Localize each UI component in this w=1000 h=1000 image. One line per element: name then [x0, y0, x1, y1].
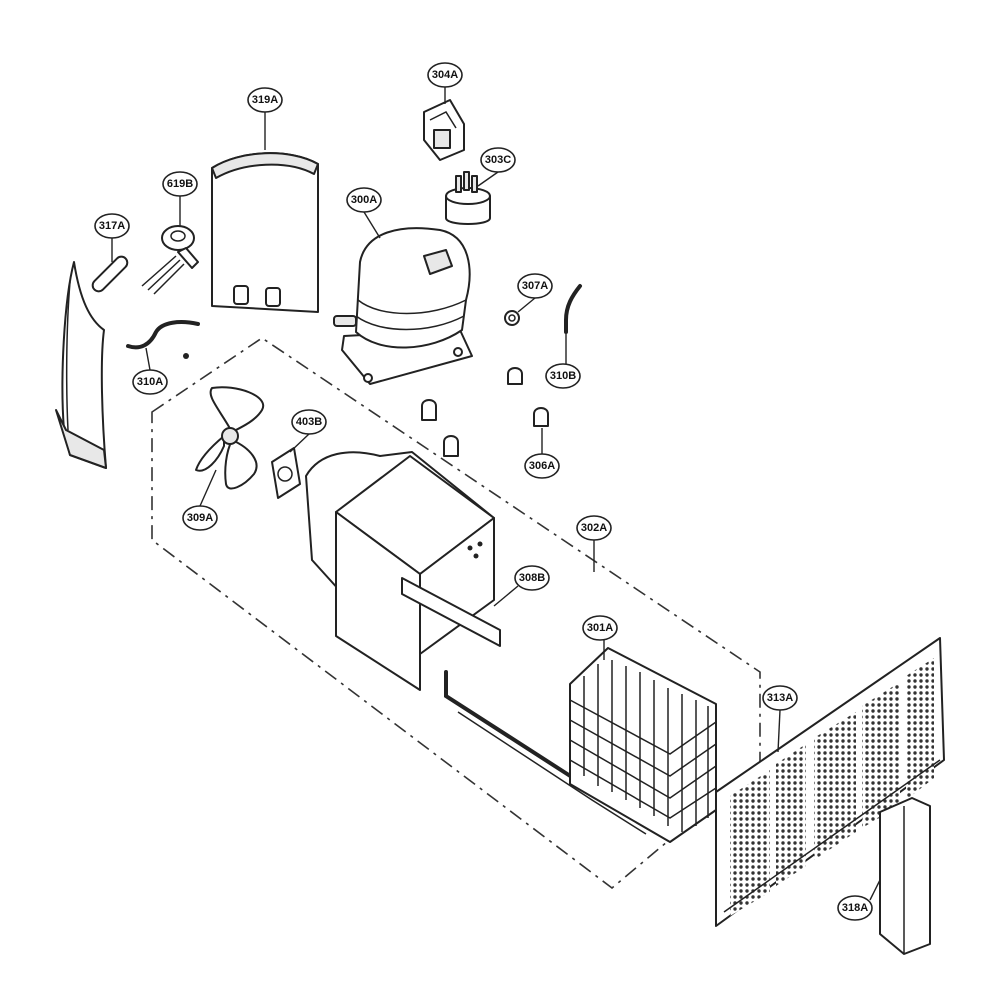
- relay-capacitor-part: [91, 255, 129, 293]
- callout-313A: 313A: [762, 685, 798, 711]
- svg-text:302A: 302A: [581, 522, 607, 534]
- front-grille-panel: [715, 637, 945, 927]
- grommet-washer-part: [504, 310, 520, 326]
- rubber-grommets: [421, 367, 549, 457]
- overload-protector-part: [445, 171, 491, 225]
- leader-lines: [111, 86, 881, 901]
- thermostat-sensor-part: [141, 225, 199, 295]
- svg-text:306A: 306A: [529, 460, 555, 472]
- svg-text:301A: 301A: [587, 622, 613, 634]
- callout-319A: 319A: [247, 87, 283, 113]
- svg-text:318A: 318A: [842, 902, 868, 914]
- callout-309A: 309A: [182, 505, 218, 531]
- callout-308B: 308B: [514, 565, 550, 591]
- relay-part: [423, 99, 465, 161]
- callout-619B: 619B: [162, 171, 198, 197]
- svg-text:317A: 317A: [99, 220, 125, 232]
- side-bracket-panel: [879, 797, 931, 955]
- svg-text:313A: 313A: [767, 692, 793, 704]
- callout-302A: 302A: [576, 515, 612, 541]
- fan-motor-part: [271, 447, 301, 499]
- callout-318A: 318A: [837, 895, 873, 921]
- drain-tube-part: [126, 320, 200, 359]
- svg-text:403B: 403B: [296, 416, 322, 428]
- discharge-pipe-part: [564, 284, 582, 334]
- svg-text:304A: 304A: [432, 69, 458, 81]
- svg-text:308B: 308B: [519, 572, 545, 584]
- callout-301A: 301A: [582, 615, 618, 641]
- callout-317A: 317A: [94, 213, 130, 239]
- condenser-shroud-housing: [305, 451, 501, 691]
- callout-310A: 310A: [132, 369, 168, 395]
- compressor-part: [333, 227, 473, 385]
- condenser-coil-part: [444, 647, 717, 843]
- svg-text:310B: 310B: [550, 370, 576, 382]
- svg-text:307A: 307A: [522, 280, 548, 292]
- svg-text:300A: 300A: [351, 194, 377, 206]
- compressor-cover-part: [211, 152, 319, 313]
- side-cover-panel: [55, 261, 107, 469]
- callout-303C: 303C: [480, 147, 516, 173]
- callout-306A: 306A: [524, 453, 560, 479]
- callout-304A: 304A: [427, 62, 463, 88]
- svg-text:319A: 319A: [252, 94, 278, 106]
- svg-text:310A: 310A: [137, 376, 163, 388]
- callout-403B: 403B: [291, 409, 327, 435]
- callout-310B: 310B: [545, 363, 581, 389]
- condenser-fan-blade: [195, 386, 265, 490]
- svg-text:303C: 303C: [485, 154, 511, 166]
- svg-text:619B: 619B: [167, 178, 193, 190]
- callout-300A: 300A: [346, 187, 382, 213]
- callout-307A: 307A: [517, 273, 553, 299]
- svg-text:309A: 309A: [187, 512, 213, 524]
